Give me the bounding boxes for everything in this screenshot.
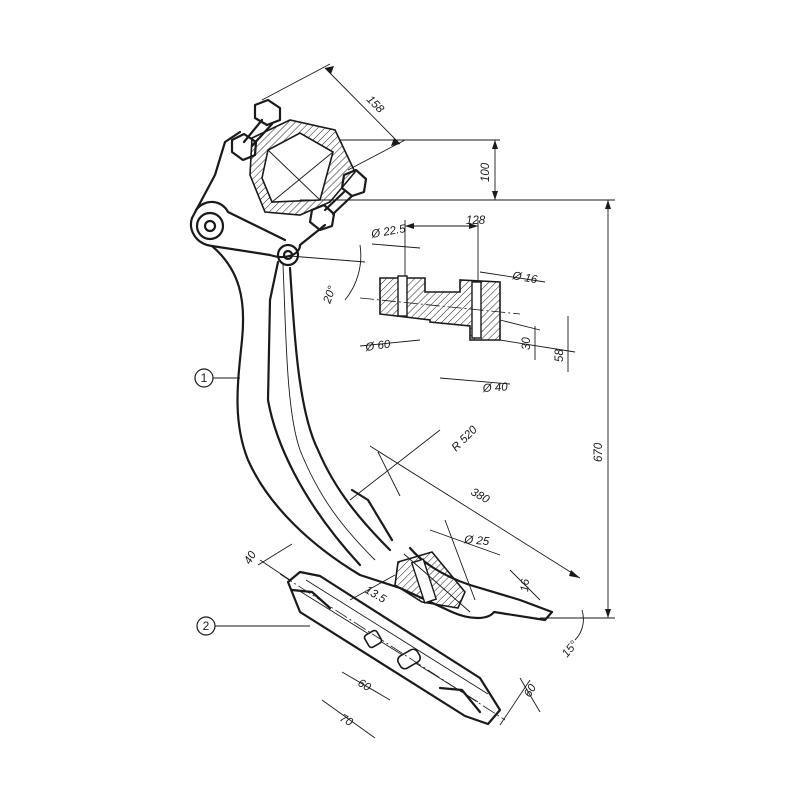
dim-128: 128 [466,215,486,227]
pivot-boss-left [195,211,225,241]
dim-13-5: 13.5 [363,584,389,606]
dim-58: 58 [554,349,566,362]
dimension-lines [257,63,615,739]
dim-dia40: Ø 40 [481,381,508,395]
dim-dia60: Ø 60 [364,339,392,355]
dim-dia16: Ø 16 [510,270,538,286]
spindle-section [359,275,521,341]
balloon-1: 1 [194,368,240,388]
bolt-upper [230,98,282,162]
dim-100: 100 [480,162,492,182]
bolt-lower [308,168,368,232]
dim-r520: R 520 [450,424,481,455]
dim-60-a: 60 [356,677,374,694]
dim-70: 70 [338,712,356,729]
dim-40: 40 [242,549,259,567]
dim-16: 16 [519,578,532,592]
dim-30: 30 [521,337,533,350]
pivot-boss-right [276,243,300,267]
pivot-hole-left [203,219,217,233]
dim-angle-20: 20° [321,284,339,306]
clamp-assembly [230,98,368,232]
balloon-2-label: 2 [203,619,210,633]
balloon-2: 2 [196,616,310,636]
dim-158: 158 [364,94,386,116]
pivot-hole-right [282,249,294,261]
dim-angle-15: 15° [560,639,581,660]
blade [279,570,506,726]
balloon-1-label: 1 [201,371,208,385]
dim-380: 380 [469,486,492,506]
dim-dia25: Ø 25 [463,534,490,548]
lever-arm [189,130,554,622]
dim-dia22-5: Ø 22.5 [369,223,407,241]
dim-670: 670 [593,442,605,462]
dim-60-b: 60 [522,682,539,700]
